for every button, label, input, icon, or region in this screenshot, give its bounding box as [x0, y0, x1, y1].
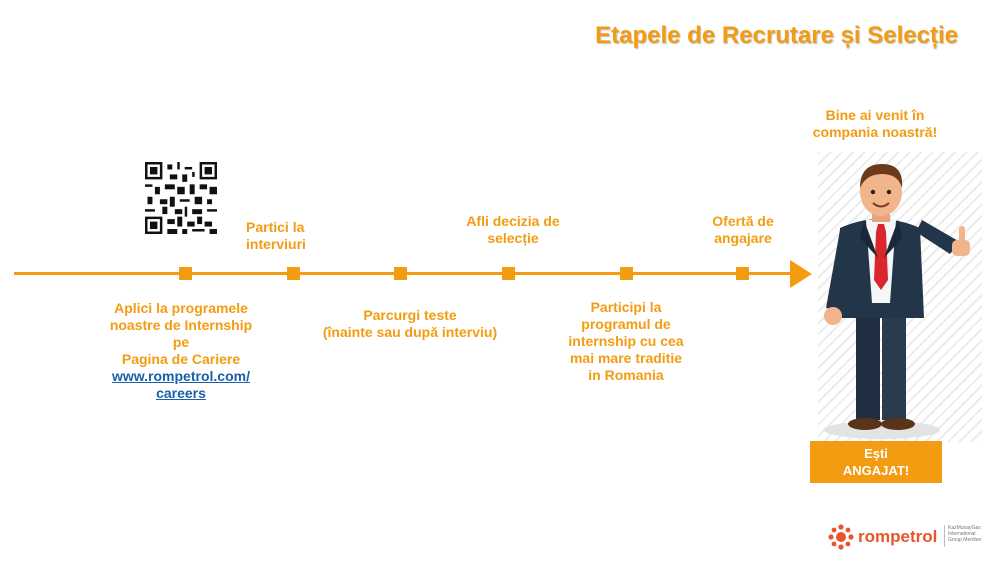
- logo-divider: [944, 525, 945, 547]
- step-decision: Afli decizia de selecție: [466, 213, 560, 246]
- timeline-node-2: [287, 267, 300, 280]
- step-interview: Partici la interviuri: [246, 219, 306, 252]
- page-title: Etapele de Recrutare și Selecție: [595, 22, 958, 49]
- welcome-text: Bine ai venit în compania noastră!: [812, 107, 938, 140]
- step-internship: Participi la programul de internship cu …: [568, 299, 684, 383]
- careers-link[interactable]: www.rompetrol.com/ careers: [112, 368, 250, 401]
- step-offer: Ofertă de angajare: [712, 213, 774, 246]
- timeline-node-6: [736, 267, 749, 280]
- businessman-thumbs-up-icon: [824, 164, 970, 439]
- timeline-node-5: [620, 267, 633, 280]
- timeline-node-3: [394, 267, 407, 280]
- timeline-arrow-icon: [790, 260, 812, 288]
- step-tests: Parcurgi teste (înainte sau după intervi…: [322, 307, 498, 340]
- qr-code-icon[interactable]: [145, 162, 217, 234]
- brand-tagline: KazMunayGas International Group Member: [948, 525, 982, 543]
- timeline-node-1: [179, 267, 192, 280]
- brand-name: rompetrol: [858, 527, 938, 546]
- rompetrol-logo-icon: [828, 524, 854, 550]
- timeline-node-4: [502, 267, 515, 280]
- hired-badge: Ești ANGAJAT!: [810, 441, 942, 483]
- step-apply: Aplici la programele noastre de Internsh…: [96, 300, 266, 402]
